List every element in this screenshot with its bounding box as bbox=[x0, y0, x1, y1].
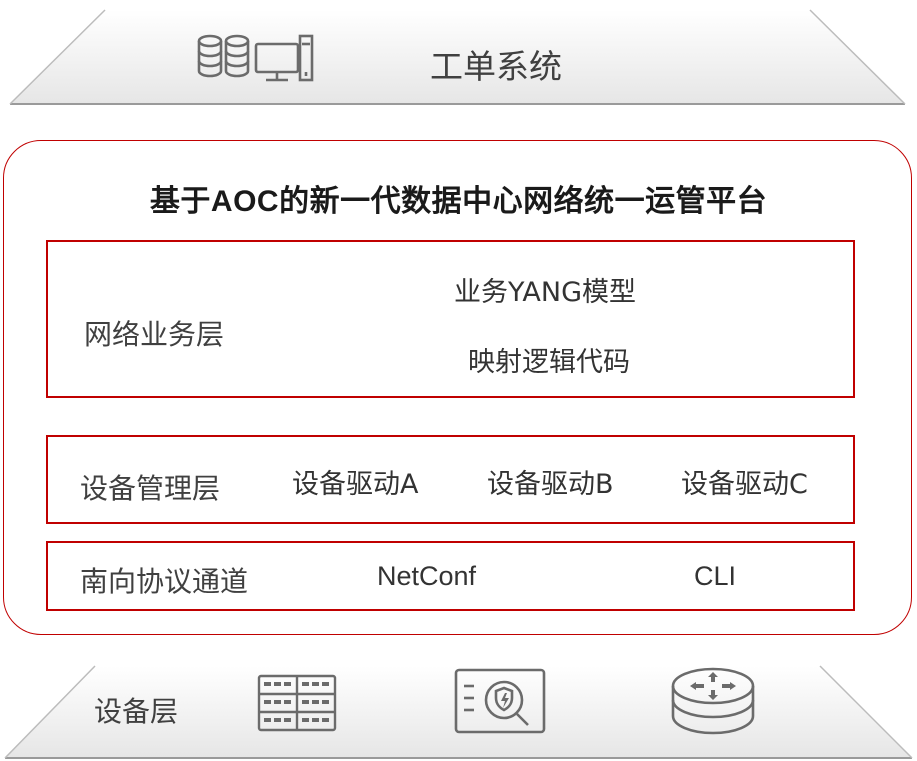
top-system-label: 工单系统 bbox=[430, 47, 562, 86]
device-layer-band bbox=[4, 665, 913, 759]
device-driver-c: 设备驱动C bbox=[681, 469, 808, 500]
protocol-cli: CLI bbox=[694, 561, 737, 591]
device-layer-label: 设备层 bbox=[94, 695, 179, 728]
device-management-layer-label: 设备管理层 bbox=[80, 472, 221, 505]
server-computer-icon bbox=[197, 34, 314, 82]
network-service-layer-label: 网络业务层 bbox=[84, 318, 225, 351]
top-system-band bbox=[9, 9, 906, 105]
southbound-protocol-layer-label: 南向协议通道 bbox=[80, 565, 249, 598]
device-driver-a: 设备驱动A bbox=[292, 469, 419, 500]
southbound-protocol-layer bbox=[46, 541, 855, 611]
device-management-layer bbox=[46, 435, 855, 524]
protocol-netconf: NetConf bbox=[377, 561, 477, 591]
device-driver-b: 设备驱动B bbox=[487, 469, 614, 500]
mapping-logic-code: 映射逻辑代码 bbox=[468, 347, 630, 378]
router-icon bbox=[671, 667, 755, 735]
platform-title: 基于AOC的新一代数据中心网络统一运管平台 bbox=[149, 185, 768, 218]
switch-rack-icon bbox=[257, 674, 337, 732]
service-yang-model: 业务YANG模型 bbox=[454, 277, 636, 308]
network-service-layer bbox=[46, 240, 855, 398]
firewall-icon bbox=[454, 668, 546, 734]
